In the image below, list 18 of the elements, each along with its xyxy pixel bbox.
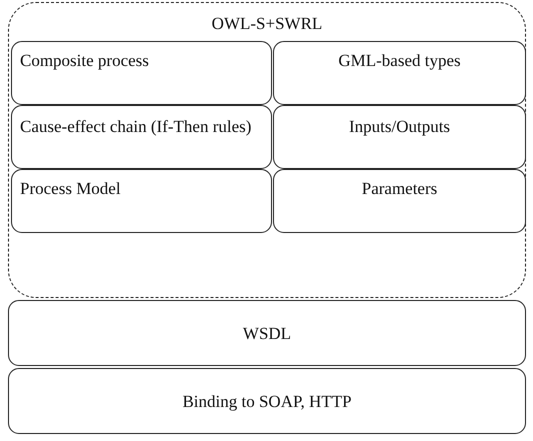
layer-label: WSDL	[242, 323, 292, 344]
layer-label: Composite process	[20, 50, 149, 71]
layer-box	[11, 105, 272, 169]
group-title: OWL-S+SWRL	[212, 13, 322, 34]
layer-label: Process Model	[20, 178, 121, 199]
layer-box	[8, 300, 526, 366]
layer-box	[273, 169, 526, 233]
layer-label: Cause-effect chain (If-Then rules)	[20, 116, 252, 137]
layer-label: GML-based types	[338, 50, 461, 71]
layer-box	[11, 169, 272, 233]
layer-box	[273, 41, 526, 105]
layer-box	[273, 105, 526, 169]
layer-label: Inputs/Outputs	[348, 116, 450, 137]
layer-label: Parameters	[362, 178, 438, 199]
layer-box	[8, 368, 526, 434]
group-frame	[8, 2, 526, 298]
layer-box	[11, 41, 272, 105]
layer-label: Binding to SOAP, HTTP	[182, 391, 352, 412]
